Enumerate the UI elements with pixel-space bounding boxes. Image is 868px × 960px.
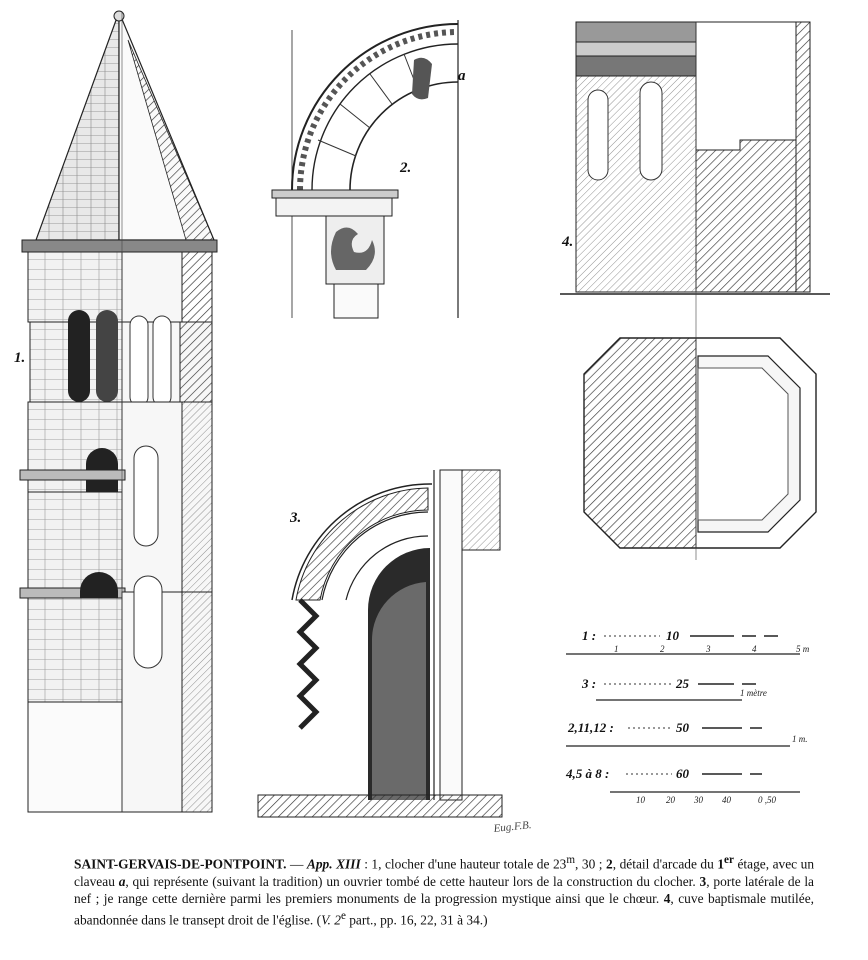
scale-bars: 1 : 10 1 2 3 4 5 m 3 : 25 1 mètre 2,11,1… [565, 628, 810, 805]
engraver-signature: Eug.F.B. [492, 819, 532, 835]
figure-3-label: 3. [289, 510, 301, 526]
svg-text:1: 1 [614, 644, 619, 654]
figure-2-label: 2. [399, 160, 411, 176]
svg-text:1 mètre: 1 mètre [740, 688, 767, 698]
plate-caption: SAINT-GERVAIS-DE-PONTPOINT. — App. XIII … [74, 854, 815, 928]
svg-text:4: 4 [752, 644, 757, 654]
figure-1-bell-tower [19, 10, 218, 813]
svg-text:10: 10 [666, 628, 680, 643]
svg-text:5 m: 5 m [796, 644, 810, 654]
svg-text:3 :: 3 : [581, 676, 596, 691]
figure-4-baptismal-font [560, 21, 830, 560]
voussoir-a-figure [412, 57, 432, 100]
svg-text:0 ,50: 0 ,50 [758, 795, 777, 805]
svg-text:10: 10 [636, 795, 646, 805]
caption-title: SAINT-GERVAIS-DE-PONTPOINT. [74, 856, 287, 872]
caption-app-ref: App. XIII [306, 856, 361, 872]
figure-2-arcade-detail [271, 20, 459, 319]
scale-1: 1 : 10 1 2 3 4 5 m [566, 628, 810, 655]
figure-3-side-door [257, 469, 503, 818]
svg-text:60: 60 [676, 766, 690, 781]
svg-text:2: 2 [660, 644, 665, 654]
scale-2-11-12: 2,11,12 : 50 1 m. [566, 720, 808, 747]
figure-1-label: 1. [14, 350, 25, 366]
svg-text:1 m.: 1 m. [792, 734, 808, 744]
svg-text:20: 20 [666, 795, 676, 805]
svg-text:3: 3 [705, 644, 711, 654]
scale-4-5-8: 4,5 à 8 : 60 10 20 30 40 0 ,50 [565, 766, 800, 805]
scale-3: 3 : 25 1 mètre [581, 676, 780, 701]
svg-text:2,11,12 :: 2,11,12 : [567, 720, 614, 735]
svg-text:30: 30 [693, 795, 704, 805]
svg-text:1 :: 1 : [582, 628, 596, 643]
svg-text:4,5 à 8 :: 4,5 à 8 : [565, 766, 609, 781]
svg-text:40: 40 [722, 795, 732, 805]
svg-text:50: 50 [676, 720, 690, 735]
figure-4-label: 4. [561, 234, 573, 250]
svg-text:25: 25 [675, 676, 690, 691]
figure-2-voussoir-label: a [458, 68, 466, 84]
